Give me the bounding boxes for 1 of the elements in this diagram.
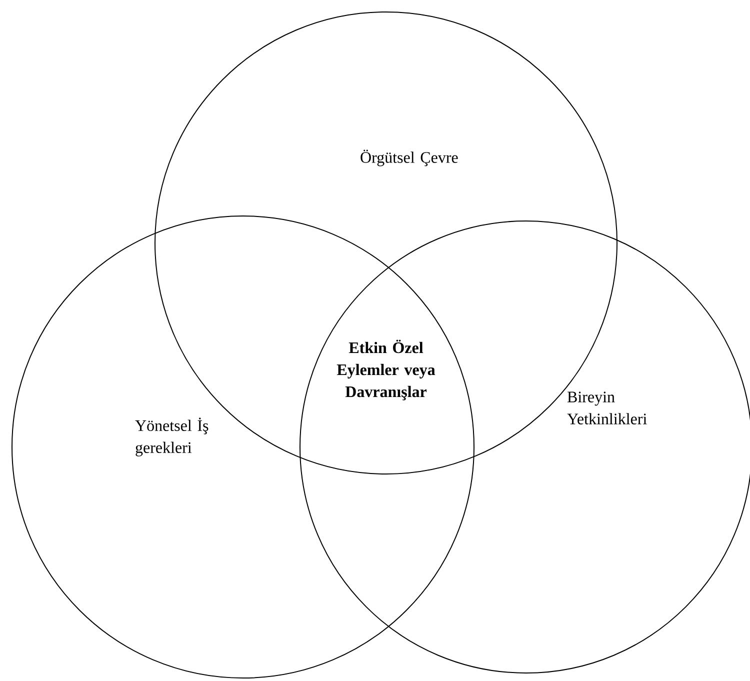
center-label: Etkin Özel Eylemler veya Davranışlar [336,340,436,400]
